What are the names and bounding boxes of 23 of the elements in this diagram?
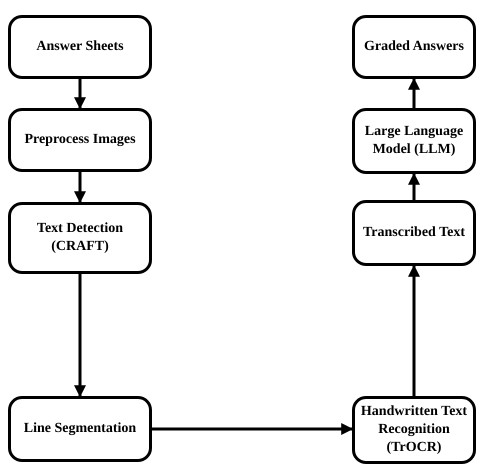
box-label: Large Language Model (LLM) [364, 122, 464, 159]
process-box [8, 108, 152, 172]
process-box [352, 200, 476, 266]
process-box [352, 108, 476, 174]
box-label: Handwritten Text Recognition (TrOCR) [360, 402, 468, 458]
box-label: Line Segmentation [24, 420, 136, 438]
process-box [352, 15, 476, 79]
arrow [408, 78, 420, 108]
box-label: Text Detection (CRAFT) [36, 220, 124, 256]
arrow [74, 79, 86, 110]
box-label: Preprocess Images [24, 130, 136, 149]
arrow [408, 172, 420, 200]
arrow [74, 172, 86, 204]
process-box [352, 396, 476, 464]
box-label: Transcribed Text [362, 224, 466, 242]
box-label: Graded Answers [364, 38, 464, 56]
process-box [8, 202, 152, 274]
box-label: Answer Sheets [36, 38, 124, 56]
process-box [8, 396, 152, 462]
arrow [152, 423, 354, 435]
process-box [8, 15, 152, 79]
arrow [74, 274, 86, 398]
arrow [408, 264, 420, 396]
